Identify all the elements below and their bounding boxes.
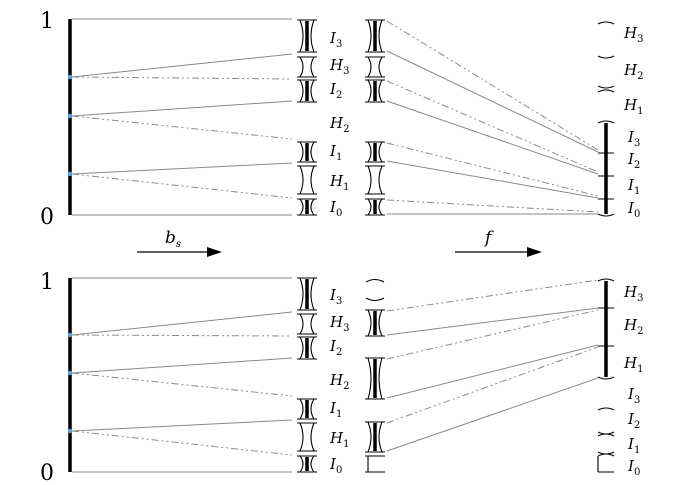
f-arrow: f [455,228,542,257]
column-b-intervals-bottom [365,278,385,473]
axis-label-zero: 0 [40,205,54,230]
column-a-intervals-bottom [297,277,317,473]
bottom-panel: 1 0 I3 H3 [40,270,643,485]
label-h1: H1 [329,429,349,450]
label-i0-right: I0 [627,199,640,220]
label-i3-right: I3 [627,385,640,406]
column-a-intervals [297,19,317,216]
label-h2-right: H2 [623,316,643,337]
axis-label-one: 1 [40,9,54,34]
label-i0-right: I0 [627,457,640,478]
label-i2-right: I2 [627,150,640,171]
label-h1: H1 [329,172,349,193]
label-i2-right: I2 [627,410,640,431]
column-c-intervals [597,21,615,217]
label-i2: I2 [329,337,342,358]
split-point [67,74,73,80]
label-i3-right: I3 [627,128,640,149]
bs-connectors-bottom [71,277,293,473]
f-arrow-label: f [483,228,494,248]
top-panel: 1 0 [40,9,643,230]
bs-connectors [71,18,293,216]
label-h3: H3 [329,56,349,77]
label-i0: I0 [329,198,342,219]
label-h3-right: H3 [623,24,643,45]
column-a-labels: I3 H3 I2 H2 I1 H1 I0 [329,29,349,219]
f-connectors [386,20,599,215]
label-i3: I3 [329,29,342,50]
label-i3: I3 [329,286,342,307]
split-point [67,113,73,119]
label-h2: H2 [329,371,349,392]
label-i2: I2 [329,80,342,101]
column-c-intervals-bottom [597,278,615,473]
axis-label-one-bottom: 1 [40,270,54,295]
split-point [67,370,73,376]
split-point [67,332,73,338]
label-h2-right: H2 [623,61,643,82]
column-b-intervals [365,19,385,216]
split-point [67,171,73,177]
split-point [67,428,73,434]
f-connectors-bottom [386,279,599,452]
label-h1-right: H1 [623,96,643,117]
label-h1-right: H1 [623,354,643,375]
label-i1: I1 [329,399,342,420]
bs-arrow: bs [137,228,222,257]
label-i1-right: I1 [627,435,640,456]
label-h3: H3 [329,313,349,334]
column-c-labels-bottom: H3 H2 H1 I3 I2 I1 I0 [623,283,643,478]
label-i1-right: I1 [627,176,640,197]
label-h2: H2 [329,114,349,135]
column-a-labels-bottom: I3 H3 I2 H2 I1 H1 I0 [329,286,349,476]
label-i1: I1 [329,142,342,163]
axis-label-zero-bottom: 0 [40,461,54,485]
column-c-labels: H3 H2 H1 I3 I2 I1 I0 [623,24,643,220]
label-h3-right: H3 [623,283,643,304]
label-i0: I0 [329,455,342,476]
bs-arrow-label: bs [165,228,181,250]
